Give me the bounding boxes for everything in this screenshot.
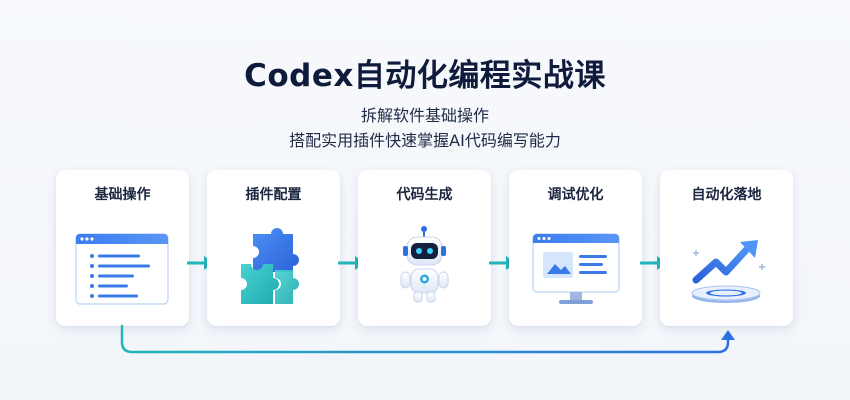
subtitle-line-1: 拆解软件基础操作 xyxy=(360,106,489,125)
step-label: 自动化落地 xyxy=(691,187,762,203)
step-label: 插件配置 xyxy=(245,187,302,203)
subtitle-line-2: 搭配实用插件快速掌握AI代码编写能力 xyxy=(289,131,561,150)
step-card-code-generation: 代码生成 xyxy=(358,170,491,326)
monitor-icon xyxy=(525,224,626,314)
step-card-debug-optimize: 调试优化 xyxy=(509,170,642,326)
robot-icon xyxy=(374,224,475,314)
page-title: Codex自动化编程实战课 xyxy=(244,58,606,94)
puzzle-icon xyxy=(223,224,324,314)
step-label: 代码生成 xyxy=(396,187,453,203)
step-label: 基础操作 xyxy=(94,187,151,203)
step-card-automation-deploy: 自动化落地 xyxy=(660,170,793,326)
step-card-basic-operations: 基础操作 xyxy=(56,170,189,326)
step-card-plugin-config: 插件配置 xyxy=(207,170,340,326)
step-label: 调试优化 xyxy=(547,187,604,203)
trend-up-icon xyxy=(676,224,777,314)
window-list-icon xyxy=(72,224,173,314)
